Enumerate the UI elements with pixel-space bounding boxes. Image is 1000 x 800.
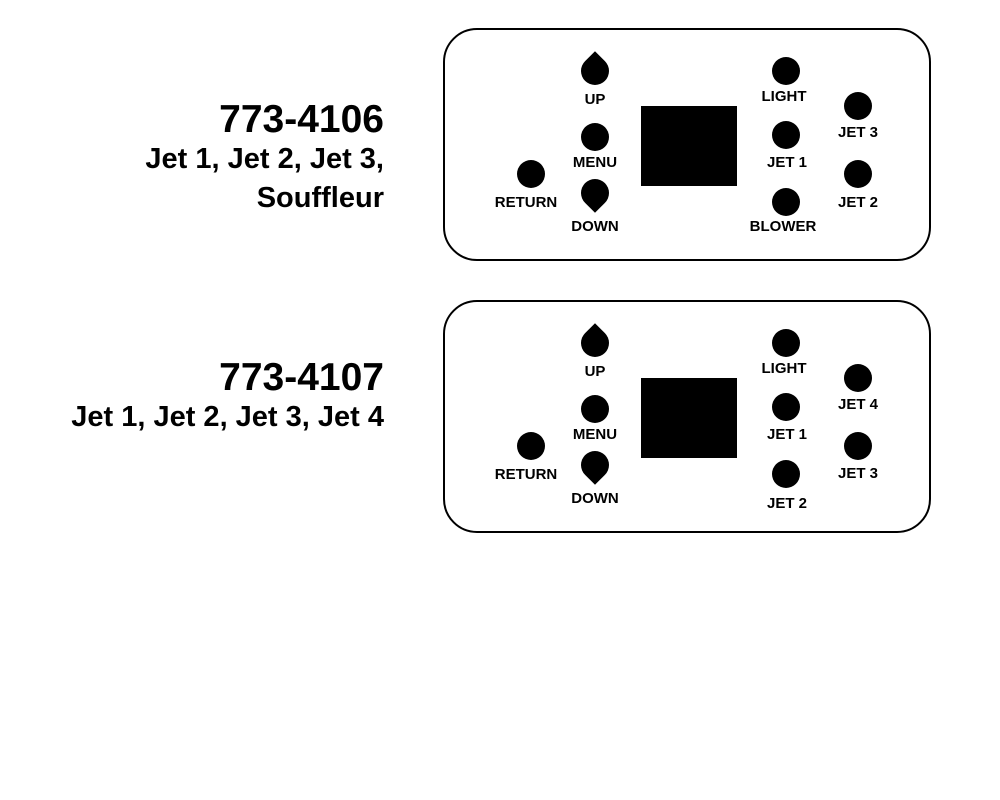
down-button[interactable]: [575, 445, 615, 485]
model-code: 773-4106: [219, 98, 384, 141]
down-button[interactable]: [575, 173, 615, 213]
jet-4-button[interactable]: [844, 364, 872, 392]
control-panel-773-4106: UP MENU DOWN RETURN LIGHT JET 1 BLOWER J…: [443, 28, 931, 261]
model-code: 773-4107: [219, 356, 384, 399]
menu-button[interactable]: [581, 395, 609, 423]
model-773-4106-heading: 773-4106 Jet 1, Jet 2, Jet 3, Souffleur: [145, 100, 384, 218]
display-screen: [641, 378, 737, 458]
up-label: UP: [584, 91, 606, 108]
up-button[interactable]: [575, 323, 615, 363]
jet-2-button[interactable]: [844, 160, 872, 188]
light-label: LIGHT: [761, 88, 807, 105]
light-button[interactable]: [772, 57, 800, 85]
up-button[interactable]: [575, 51, 615, 91]
blower-button[interactable]: [772, 188, 800, 216]
model-773-4107-heading: 773-4107 Jet 1, Jet 2, Jet 3, Jet 4: [71, 358, 384, 437]
return-button[interactable]: [517, 432, 545, 460]
jet-2-label: JET 2: [837, 194, 879, 211]
jet-1-button[interactable]: [772, 393, 800, 421]
return-label: RETURN: [494, 466, 558, 483]
menu-label: MENU: [572, 426, 618, 443]
return-label: RETURN: [494, 194, 558, 211]
jet-3-label: JET 3: [837, 465, 879, 482]
jet-3-button[interactable]: [844, 92, 872, 120]
jet-3-label: JET 3: [837, 124, 879, 141]
model-description-line: Jet 1, Jet 2, Jet 3, Jet 4: [71, 401, 384, 433]
control-panel-773-4107: UP MENU DOWN RETURN LIGHT JET 1 JET 2 JE…: [443, 300, 931, 533]
jet-1-label: JET 1: [766, 154, 808, 171]
light-label: LIGHT: [761, 360, 807, 377]
up-label: UP: [584, 363, 606, 380]
jet-1-button[interactable]: [772, 121, 800, 149]
jet-2-button[interactable]: [772, 460, 800, 488]
jet-4-label: JET 4: [837, 396, 879, 413]
return-button[interactable]: [517, 160, 545, 188]
down-label: DOWN: [571, 218, 619, 235]
model-description-line: Souffleur: [256, 182, 384, 214]
display-screen: [641, 106, 737, 186]
jet-1-label: JET 1: [766, 426, 808, 443]
model-description-line: Jet 1, Jet 2, Jet 3,: [145, 143, 384, 175]
down-label: DOWN: [571, 490, 619, 507]
menu-button[interactable]: [581, 123, 609, 151]
light-button[interactable]: [772, 329, 800, 357]
jet-2-label: JET 2: [766, 495, 808, 512]
jet-3-button[interactable]: [844, 432, 872, 460]
menu-label: MENU: [572, 154, 618, 171]
blower-label: BLOWER: [749, 218, 817, 235]
